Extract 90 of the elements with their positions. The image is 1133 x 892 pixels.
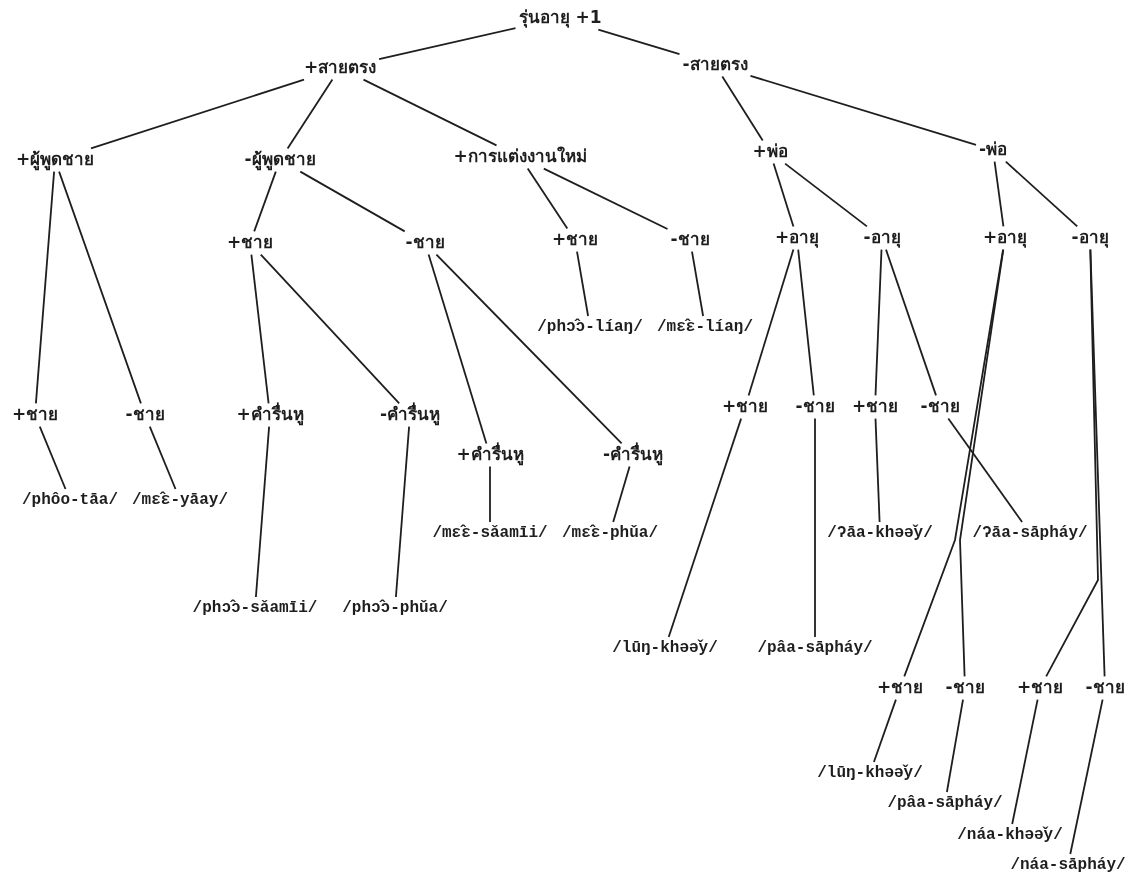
tree-branch-line xyxy=(959,248,1005,678)
transcription-label: /mɛ̂ɛ-líaŋ/ xyxy=(656,317,754,337)
tree-branch-line xyxy=(946,698,964,793)
feature-label: -ชาย xyxy=(1084,677,1126,699)
feature-label: +สายตรง xyxy=(302,57,378,79)
tree-branch-line xyxy=(435,253,623,445)
tree-branch-line xyxy=(286,78,334,150)
transcription-label: /phôo-tāa/ xyxy=(21,490,119,510)
tree-branch-line xyxy=(721,75,764,142)
tree-branch-line xyxy=(747,248,795,397)
transcription-label: /phɔ̂ɔ-phǔa/ xyxy=(341,598,449,618)
feature-label: -อายุ xyxy=(862,227,902,249)
tree-branch-line xyxy=(526,167,569,230)
tree-branch-line xyxy=(814,417,816,638)
feature-label: -ผู้พูดชาย xyxy=(243,149,317,171)
transcription-label: /pâa-sāpháy/ xyxy=(886,793,1004,813)
tree-branch-line xyxy=(797,248,815,397)
transcription-label: /phɔ̂ɔ-líaŋ/ xyxy=(536,317,644,337)
tree-branch-line xyxy=(784,162,868,228)
tree-branch-line xyxy=(1004,160,1079,228)
tree-branch-line xyxy=(1069,698,1104,855)
tree-branch-line xyxy=(612,465,631,523)
tree-branch-line xyxy=(58,170,142,405)
transcription-label: /mɛ̂ɛ-sǎamīi/ xyxy=(431,523,549,543)
tree-branch-line xyxy=(378,27,517,60)
tree-branch-line xyxy=(874,248,883,397)
feature-label: +ชาย xyxy=(550,229,600,251)
transcription-label: /náa-sāpháy/ xyxy=(1009,855,1127,875)
tree-branch-line xyxy=(1011,698,1039,825)
tree-branch-line xyxy=(873,698,897,763)
transcription-label: /lūŋ-khəə̌y/ xyxy=(816,763,924,783)
feature-label: +การแต่งงานใหม่ xyxy=(452,146,588,168)
feature-label: +อายุ xyxy=(981,227,1029,249)
tree-branch-line xyxy=(542,167,669,230)
feature-label: -ชาย xyxy=(944,677,986,699)
tree-branch-line xyxy=(489,465,491,523)
feature-label: -พ่อ xyxy=(977,139,1009,161)
tree-branch-line xyxy=(667,417,742,638)
feature-label: +ชาย xyxy=(875,677,925,699)
feature-label: +ชาย xyxy=(225,232,275,254)
tree-branch-line xyxy=(255,425,270,598)
feature-label: -คำรื่นหู xyxy=(378,404,442,426)
tree-branch-line xyxy=(885,248,937,397)
feature-label: +ชาย xyxy=(850,396,900,418)
tree-branch-line xyxy=(749,75,977,146)
transcription-label: /lūŋ-khəə̌y/ xyxy=(611,638,719,658)
tree-branch-line xyxy=(362,78,498,147)
transcription-label: /mɛ̂ɛ-yāay/ xyxy=(131,490,229,510)
tree-branch-line xyxy=(259,253,401,405)
tree-branch-line xyxy=(250,253,270,405)
tree-branch-line xyxy=(597,28,681,56)
feature-label: +คำรื่นหู xyxy=(235,404,305,426)
tree-branch-line xyxy=(90,78,305,150)
feature-label: +พ่อ xyxy=(751,141,789,163)
feature-label: -ชาย xyxy=(124,404,166,426)
feature-label: -สายตรง xyxy=(681,54,749,76)
feature-label: +ชาย xyxy=(720,396,770,418)
transcription-label: /phɔ̂ɔ-sǎamīi/ xyxy=(191,598,319,618)
tree-branch-line xyxy=(148,425,177,490)
tree-branch-line xyxy=(395,425,410,598)
feature-label: +อายุ xyxy=(773,227,821,249)
tree-branch-line xyxy=(35,170,55,405)
feature-label: -ชาย xyxy=(669,229,711,251)
feature-label: -ชาย xyxy=(794,396,836,418)
feature-label: +ชาย xyxy=(1015,677,1065,699)
tree-branch-line xyxy=(691,250,704,317)
feature-label: +ชาย xyxy=(10,404,60,426)
tree-branch-line xyxy=(427,253,488,445)
feature-label: +ผู้พูดชาย xyxy=(14,149,96,171)
tree-branch-line xyxy=(299,170,406,233)
feature-label: -อายุ xyxy=(1070,227,1110,249)
feature-label: รุ่นอายุ +1 xyxy=(517,7,603,29)
transcription-label: /ʔāa-sāpháy/ xyxy=(971,523,1089,543)
tree-branch-line xyxy=(1045,248,1099,678)
tree-branch-line xyxy=(1089,248,1106,678)
tree-branch-line xyxy=(772,162,795,228)
tree-branch-line xyxy=(38,425,67,490)
transcription-label: /pâa-sāpháy/ xyxy=(756,638,874,658)
tree-branch-line xyxy=(947,417,1023,523)
transcription-label: /ʔāa-khəə̌y/ xyxy=(826,523,934,543)
tree-branch-line xyxy=(253,170,277,233)
feature-label: -คำรื่นหู xyxy=(601,444,665,466)
feature-label: -ชาย xyxy=(404,232,446,254)
transcription-label: /náa-khəə̌y/ xyxy=(956,825,1064,845)
tree-branch-line xyxy=(993,160,1005,228)
tree-branch-line xyxy=(576,250,589,317)
transcription-label: /mɛ̂ɛ-phǔa/ xyxy=(561,523,659,543)
feature-label: -ชาย xyxy=(919,396,961,418)
tree-branch-line xyxy=(874,417,881,523)
feature-label: +คำรื่นหู xyxy=(455,444,525,466)
